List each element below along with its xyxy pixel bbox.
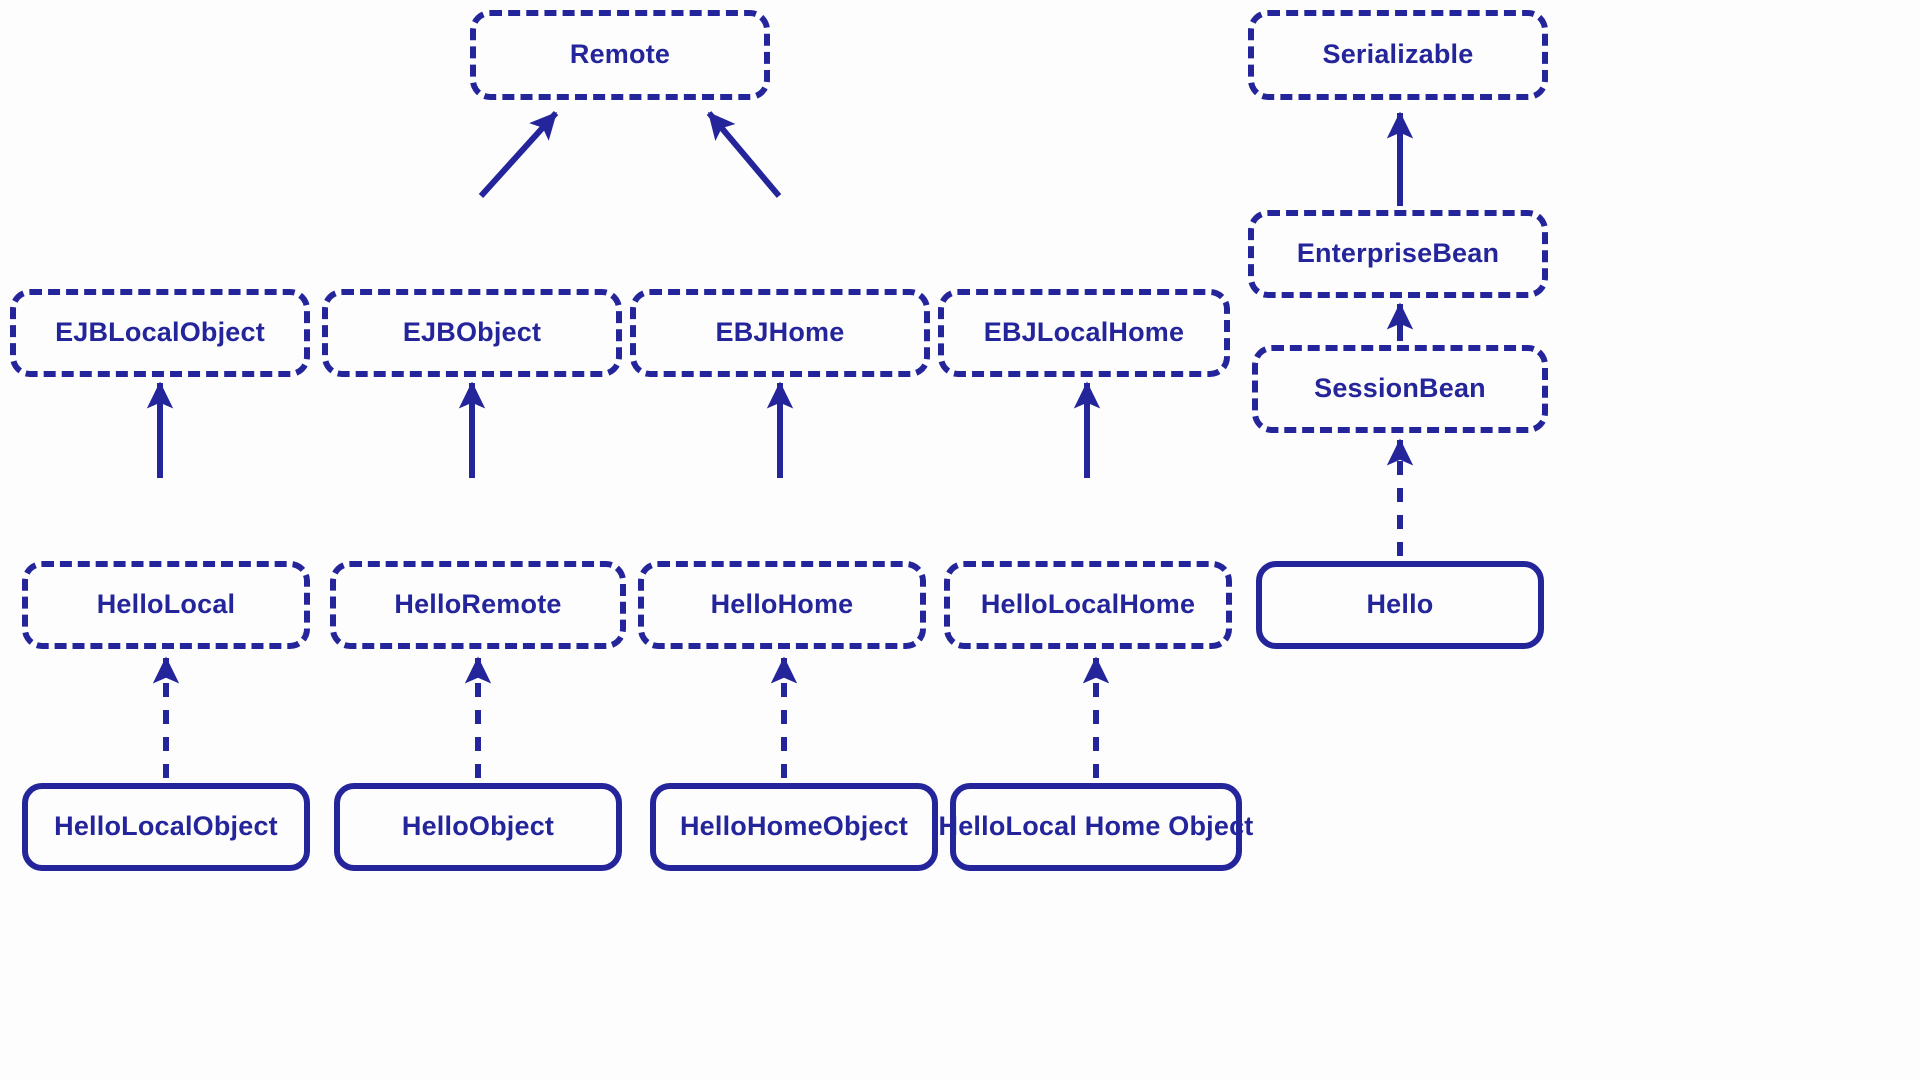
node-label: EJBLocalObject xyxy=(55,317,265,348)
node-label: EBJHome xyxy=(715,317,845,348)
node-label: SessionBean xyxy=(1314,373,1486,404)
node-hellohomeobject[interactable]: HelloHomeObject xyxy=(650,783,938,871)
node-label: HelloLocal Home Object xyxy=(938,811,1254,842)
node-label: EnterpriseBean xyxy=(1296,238,1500,269)
node-hellohome[interactable]: HelloHome xyxy=(638,561,926,649)
node-label: HelloObject xyxy=(401,811,555,842)
edge-ejbobject-to-remote xyxy=(478,110,559,199)
node-label: EJBObject xyxy=(402,317,542,348)
node-label: HelloHomeObject xyxy=(679,811,909,842)
node-ejbobject[interactable]: EJBObject xyxy=(322,289,622,377)
node-hello[interactable]: Hello xyxy=(1256,561,1544,649)
node-hellolocalhomeobj[interactable]: HelloLocal Home Object xyxy=(939,783,1253,871)
node-hellolocalhome[interactable]: HelloLocalHome xyxy=(944,561,1232,649)
node-helloobject[interactable]: HelloObject xyxy=(334,783,622,871)
node-ebjlocalhome[interactable]: EBJLocalHome xyxy=(938,289,1230,377)
node-label: HelloLocalHome xyxy=(980,589,1196,620)
node-label: EBJLocalHome xyxy=(983,317,1185,348)
node-serializable[interactable]: Serializable xyxy=(1248,10,1548,100)
node-label: HelloRemote xyxy=(394,589,562,620)
node-hellolocal[interactable]: HelloLocal xyxy=(22,561,310,649)
node-label: Hello xyxy=(1366,589,1434,620)
node-sessionbean[interactable]: SessionBean xyxy=(1252,345,1548,433)
node-remote[interactable]: Remote xyxy=(470,10,770,100)
node-ejblocalobject[interactable]: EJBLocalObject xyxy=(10,289,310,377)
node-enterprisebean[interactable]: EnterpriseBean xyxy=(1248,210,1548,298)
edge-ebjhome-to-remote xyxy=(706,111,782,198)
node-hellolocalobject[interactable]: HelloLocalObject xyxy=(22,783,310,871)
node-label: HelloLocalObject xyxy=(54,811,278,842)
node-label: HelloHome xyxy=(710,589,854,620)
node-label: Remote xyxy=(569,39,671,70)
node-ebjhome[interactable]: EBJHome xyxy=(630,289,930,377)
node-label: HelloLocal xyxy=(96,589,236,620)
node-helloremote[interactable]: HelloRemote xyxy=(330,561,626,649)
node-label: Serializable xyxy=(1322,39,1474,70)
